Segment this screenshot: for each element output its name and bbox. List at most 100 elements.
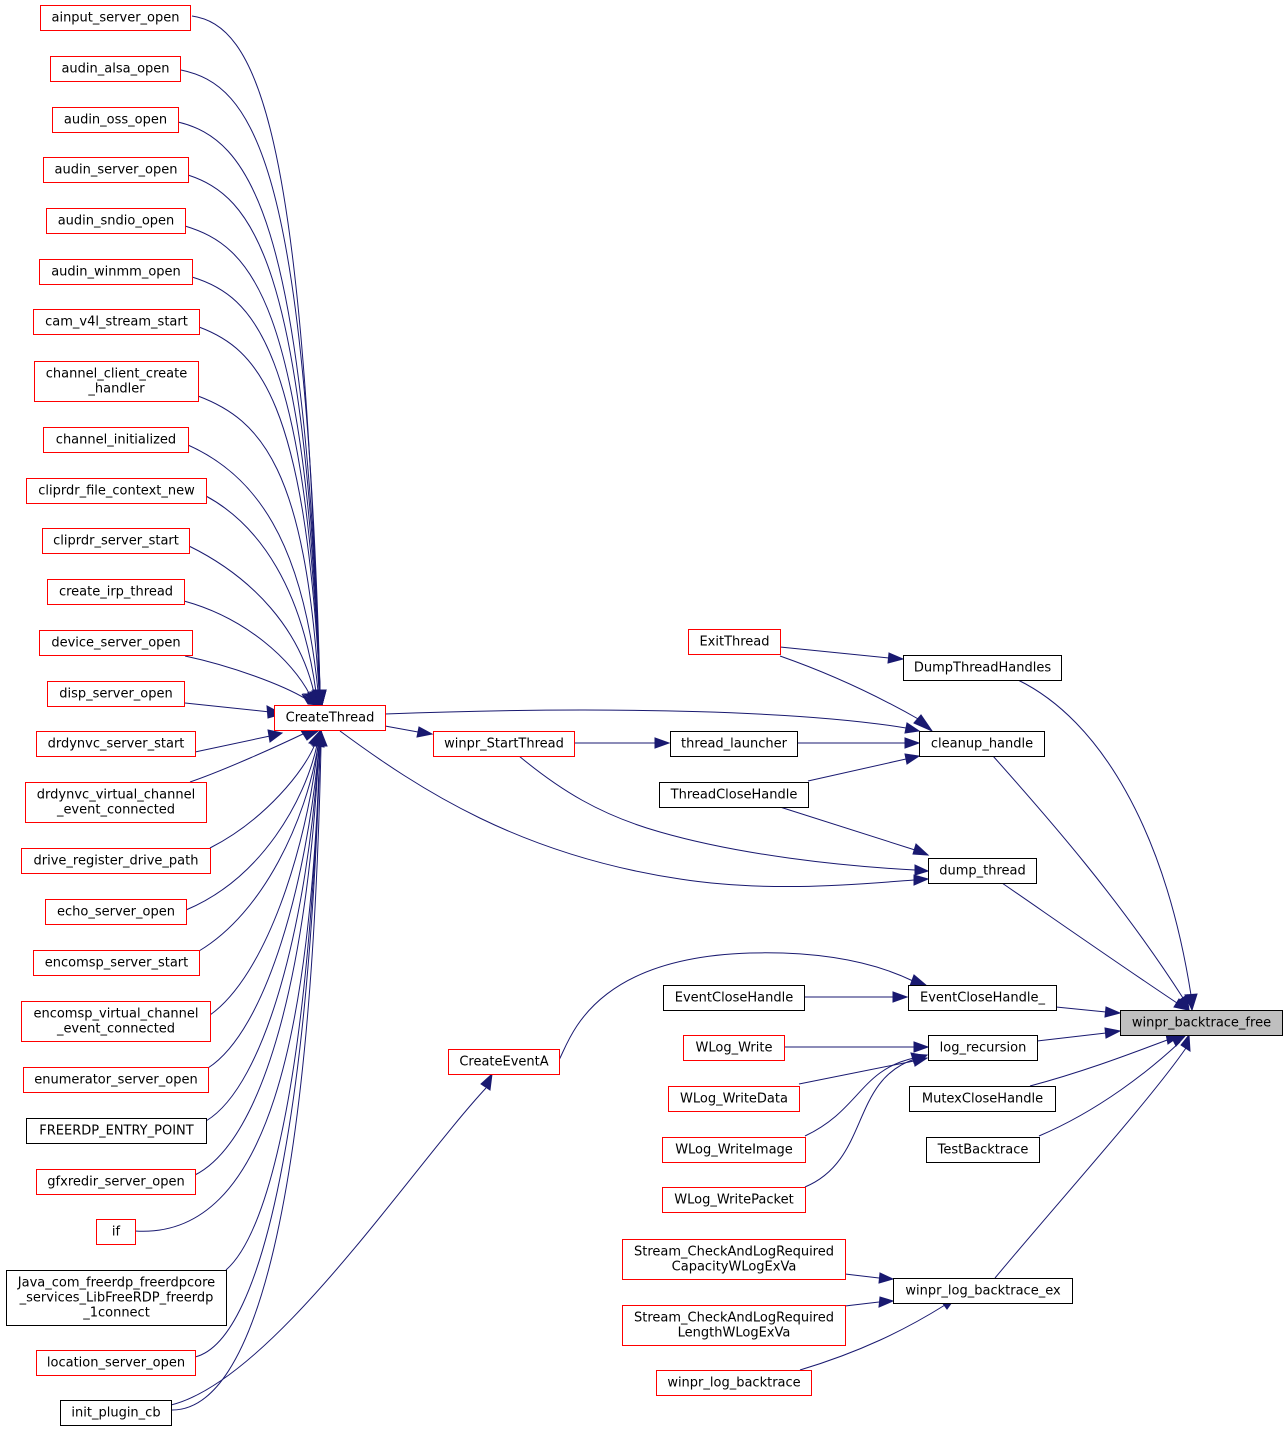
node-createthread[interactable]: CreateThread	[274, 705, 386, 731]
arrowhead-icon	[912, 843, 930, 856]
node-ainput-server-open[interactable]: ainput_server_open	[40, 5, 191, 31]
arrowhead-icon	[878, 1272, 895, 1284]
node-box	[926, 1137, 1040, 1163]
function-nodes: ainput_server_open audin_alsa_open audin_o…	[6, 5, 1283, 1426]
node-cam-v4l-stream-start[interactable]: cam_v4l_stream_start	[33, 309, 200, 335]
call-edge	[198, 729, 325, 952]
node-box	[33, 950, 200, 976]
node-wlog-writedata[interactable]: WLog_WriteData	[668, 1086, 800, 1112]
node-winpr-log-backtrace[interactable]: winpr_log_backtrace	[656, 1370, 812, 1396]
node-log-recursion[interactable]: log_recursion	[928, 1035, 1038, 1061]
arrowhead-icon	[913, 874, 930, 886]
node-cliprdr-file-context-new[interactable]: cliprdr_file_context_new	[26, 478, 207, 504]
node-createeventa[interactable]: CreateEventA	[448, 1049, 560, 1075]
node-eventclosehandle-[interactable]: EventCloseHandle_	[908, 985, 1057, 1011]
node-wlog-write[interactable]: WLog_Write	[683, 1035, 785, 1061]
node-audin-server-open[interactable]: audin_server_open	[43, 157, 189, 183]
node-box	[33, 309, 200, 335]
edge-line	[198, 745, 319, 952]
call-edge	[1055, 1006, 1122, 1018]
node-init-plugin-cb[interactable]: init_plugin_cb	[60, 1400, 172, 1426]
node-echo-server-open[interactable]: echo_server_open	[45, 899, 187, 925]
arrowhead-icon	[314, 729, 328, 747]
node-threadclosehandle[interactable]: ThreadCloseHandle	[659, 782, 809, 808]
node-dumpthreadhandles[interactable]: DumpThreadHandles	[903, 655, 1062, 681]
arrowhead-icon	[1171, 1034, 1188, 1047]
edge-line	[799, 1304, 946, 1371]
node-eventclosehandle[interactable]: EventCloseHandle	[663, 985, 805, 1011]
node-testbacktrace[interactable]: TestBacktrace	[926, 1137, 1040, 1163]
arrowhead-icon	[913, 1041, 930, 1053]
node-drive-register-drive-path[interactable]: drive_register_drive_path	[21, 848, 211, 874]
node-winpr-log-backtrace-ex[interactable]: winpr_log_backtrace_ex	[893, 1278, 1073, 1304]
node-cliprdr-server-start[interactable]: cliprdr_server_start	[42, 528, 190, 554]
node-winpr-backtrace-free[interactable]: winpr_backtrace_free	[1120, 1010, 1283, 1036]
node-drdynvc-server-start[interactable]: drdynvc_server_start	[36, 731, 196, 757]
edge-line	[177, 121, 321, 691]
node-wlog-writepacket[interactable]: WLog_WritePacket	[662, 1187, 806, 1213]
call-edge	[191, 15, 326, 707]
node-winpr-startthread[interactable]: winpr_StartThread	[433, 731, 575, 757]
node-if[interactable]: if	[96, 1219, 136, 1245]
node-stream-capacity[interactable]: Stream_CheckAndLogRequiredCapacityWLogEx…	[622, 1239, 846, 1280]
node-encomsp-server-start[interactable]: encomsp_server_start	[33, 950, 200, 976]
node-label: WLog_Write	[696, 1041, 773, 1056]
node-mutexclosehandle[interactable]: MutexCloseHandle	[909, 1086, 1056, 1112]
node-box	[659, 782, 809, 808]
call-edge	[844, 1296, 895, 1308]
edge-line	[1038, 1041, 1181, 1137]
call-edge	[384, 725, 434, 738]
edge-line	[170, 745, 322, 1411]
node-location-server-open[interactable]: location_server_open	[36, 1350, 196, 1376]
node-audin-winmm-open[interactable]: audin_winmm_open	[39, 259, 193, 285]
call-edge	[1017, 679, 1198, 1012]
node-java-connect[interactable]: Java_com_freerdp_freerdpcore_services_Li…	[6, 1270, 227, 1326]
node-audin-alsa-open[interactable]: audin_alsa_open	[50, 56, 181, 82]
edge-line	[180, 69, 321, 691]
edge-line	[1001, 882, 1178, 1004]
node-gfxredir-server-open[interactable]: gfxredir_server_open	[36, 1169, 196, 1195]
node-channel-initialized[interactable]: channel_initialized	[43, 427, 189, 453]
node-dump-thread[interactable]: dump_thread	[928, 858, 1037, 884]
edge-line	[194, 735, 271, 753]
node-device-server-open[interactable]: device_server_open	[39, 630, 193, 656]
node-box	[928, 858, 1037, 884]
node-label: gfxredir_server_open	[47, 1175, 184, 1190]
node-audin-oss-open[interactable]: audin_oss_open	[52, 107, 179, 133]
node-label: CreateThread	[286, 711, 375, 726]
node-label: audin_alsa_open	[61, 62, 169, 77]
arrowhead-icon	[480, 1072, 493, 1091]
arrowhead-icon	[904, 722, 921, 734]
node-channel-client-create-handler[interactable]: channel_client_create_handler	[34, 361, 199, 402]
node-label: FREERDP_ENTRY_POINT	[39, 1124, 193, 1139]
node-thread-launcher[interactable]: thread_launcher	[670, 731, 798, 757]
node-label: device_server_open	[51, 636, 180, 651]
node-audin-sndio-open[interactable]: audin_sndio_open	[46, 208, 186, 234]
edge-line	[798, 1060, 915, 1085]
node-enumerator-server-open[interactable]: enumerator_server_open	[23, 1067, 209, 1093]
edge-line	[807, 758, 907, 782]
node-encomsp-virtual-channel-event-connected[interactable]: encomsp_virtual_channel_event_connected	[21, 1001, 211, 1042]
node-box	[683, 1035, 785, 1061]
node-create-irp-thread[interactable]: create_irp_thread	[47, 579, 185, 605]
node-box	[50, 56, 181, 82]
node-freerdp-entry-point[interactable]: FREERDP_ENTRY_POINT	[26, 1118, 207, 1144]
node-box	[47, 681, 185, 707]
node-box	[36, 1169, 196, 1195]
node-box	[36, 731, 196, 757]
node-wlog-writeimage[interactable]: WLog_WriteImage	[662, 1137, 806, 1163]
node-disp-server-open[interactable]: disp_server_open	[47, 681, 185, 707]
node-cleanup-handle[interactable]: cleanup_handle	[919, 731, 1045, 757]
call-edge	[184, 655, 320, 706]
edge-line	[844, 1301, 880, 1307]
node-label: audin_oss_open	[64, 113, 167, 128]
node-label: init_plugin_cb	[71, 1406, 160, 1421]
edge-line	[339, 730, 915, 888]
arrowhead-icon	[887, 652, 905, 664]
node-drdynvc-virtual-channel-event-connected[interactable]: drdynvc_virtual_channel_event_connected	[25, 782, 207, 823]
node-exitthread[interactable]: ExitThread	[688, 629, 781, 655]
call-edge	[784, 1041, 930, 1053]
node-label: audin_sndio_open	[58, 214, 175, 229]
